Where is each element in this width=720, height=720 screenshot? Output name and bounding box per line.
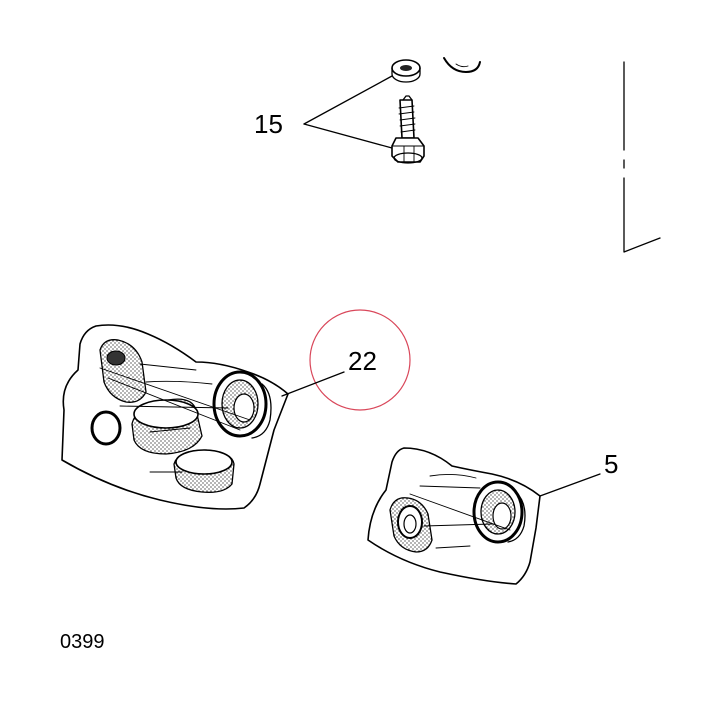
callout-22: 22 (348, 346, 377, 376)
right-housing-passages (409, 473, 511, 549)
washer-part (391, 59, 421, 83)
right-housing-port (472, 480, 526, 544)
leader-22 (281, 371, 345, 397)
callout-22-highlight (309, 309, 411, 411)
drawing-code: 0399 (60, 631, 105, 653)
right-housing (367, 447, 541, 585)
left-housing (61, 324, 289, 510)
leader-15 (303, 75, 393, 149)
callout-15: 15 (254, 109, 283, 139)
left-housing-port (212, 370, 272, 439)
partial-part-top (443, 57, 481, 73)
left-housing-plug (173, 449, 235, 493)
bolt-part (391, 95, 425, 164)
callout-5: 5 (604, 449, 618, 479)
right-housing-nut (389, 497, 433, 553)
leader-5 (539, 473, 601, 497)
frame-edge (623, 61, 661, 253)
left-housing-passages (99, 363, 251, 473)
left-housing-oring (90, 410, 122, 446)
left-housing-pocket (99, 339, 147, 403)
